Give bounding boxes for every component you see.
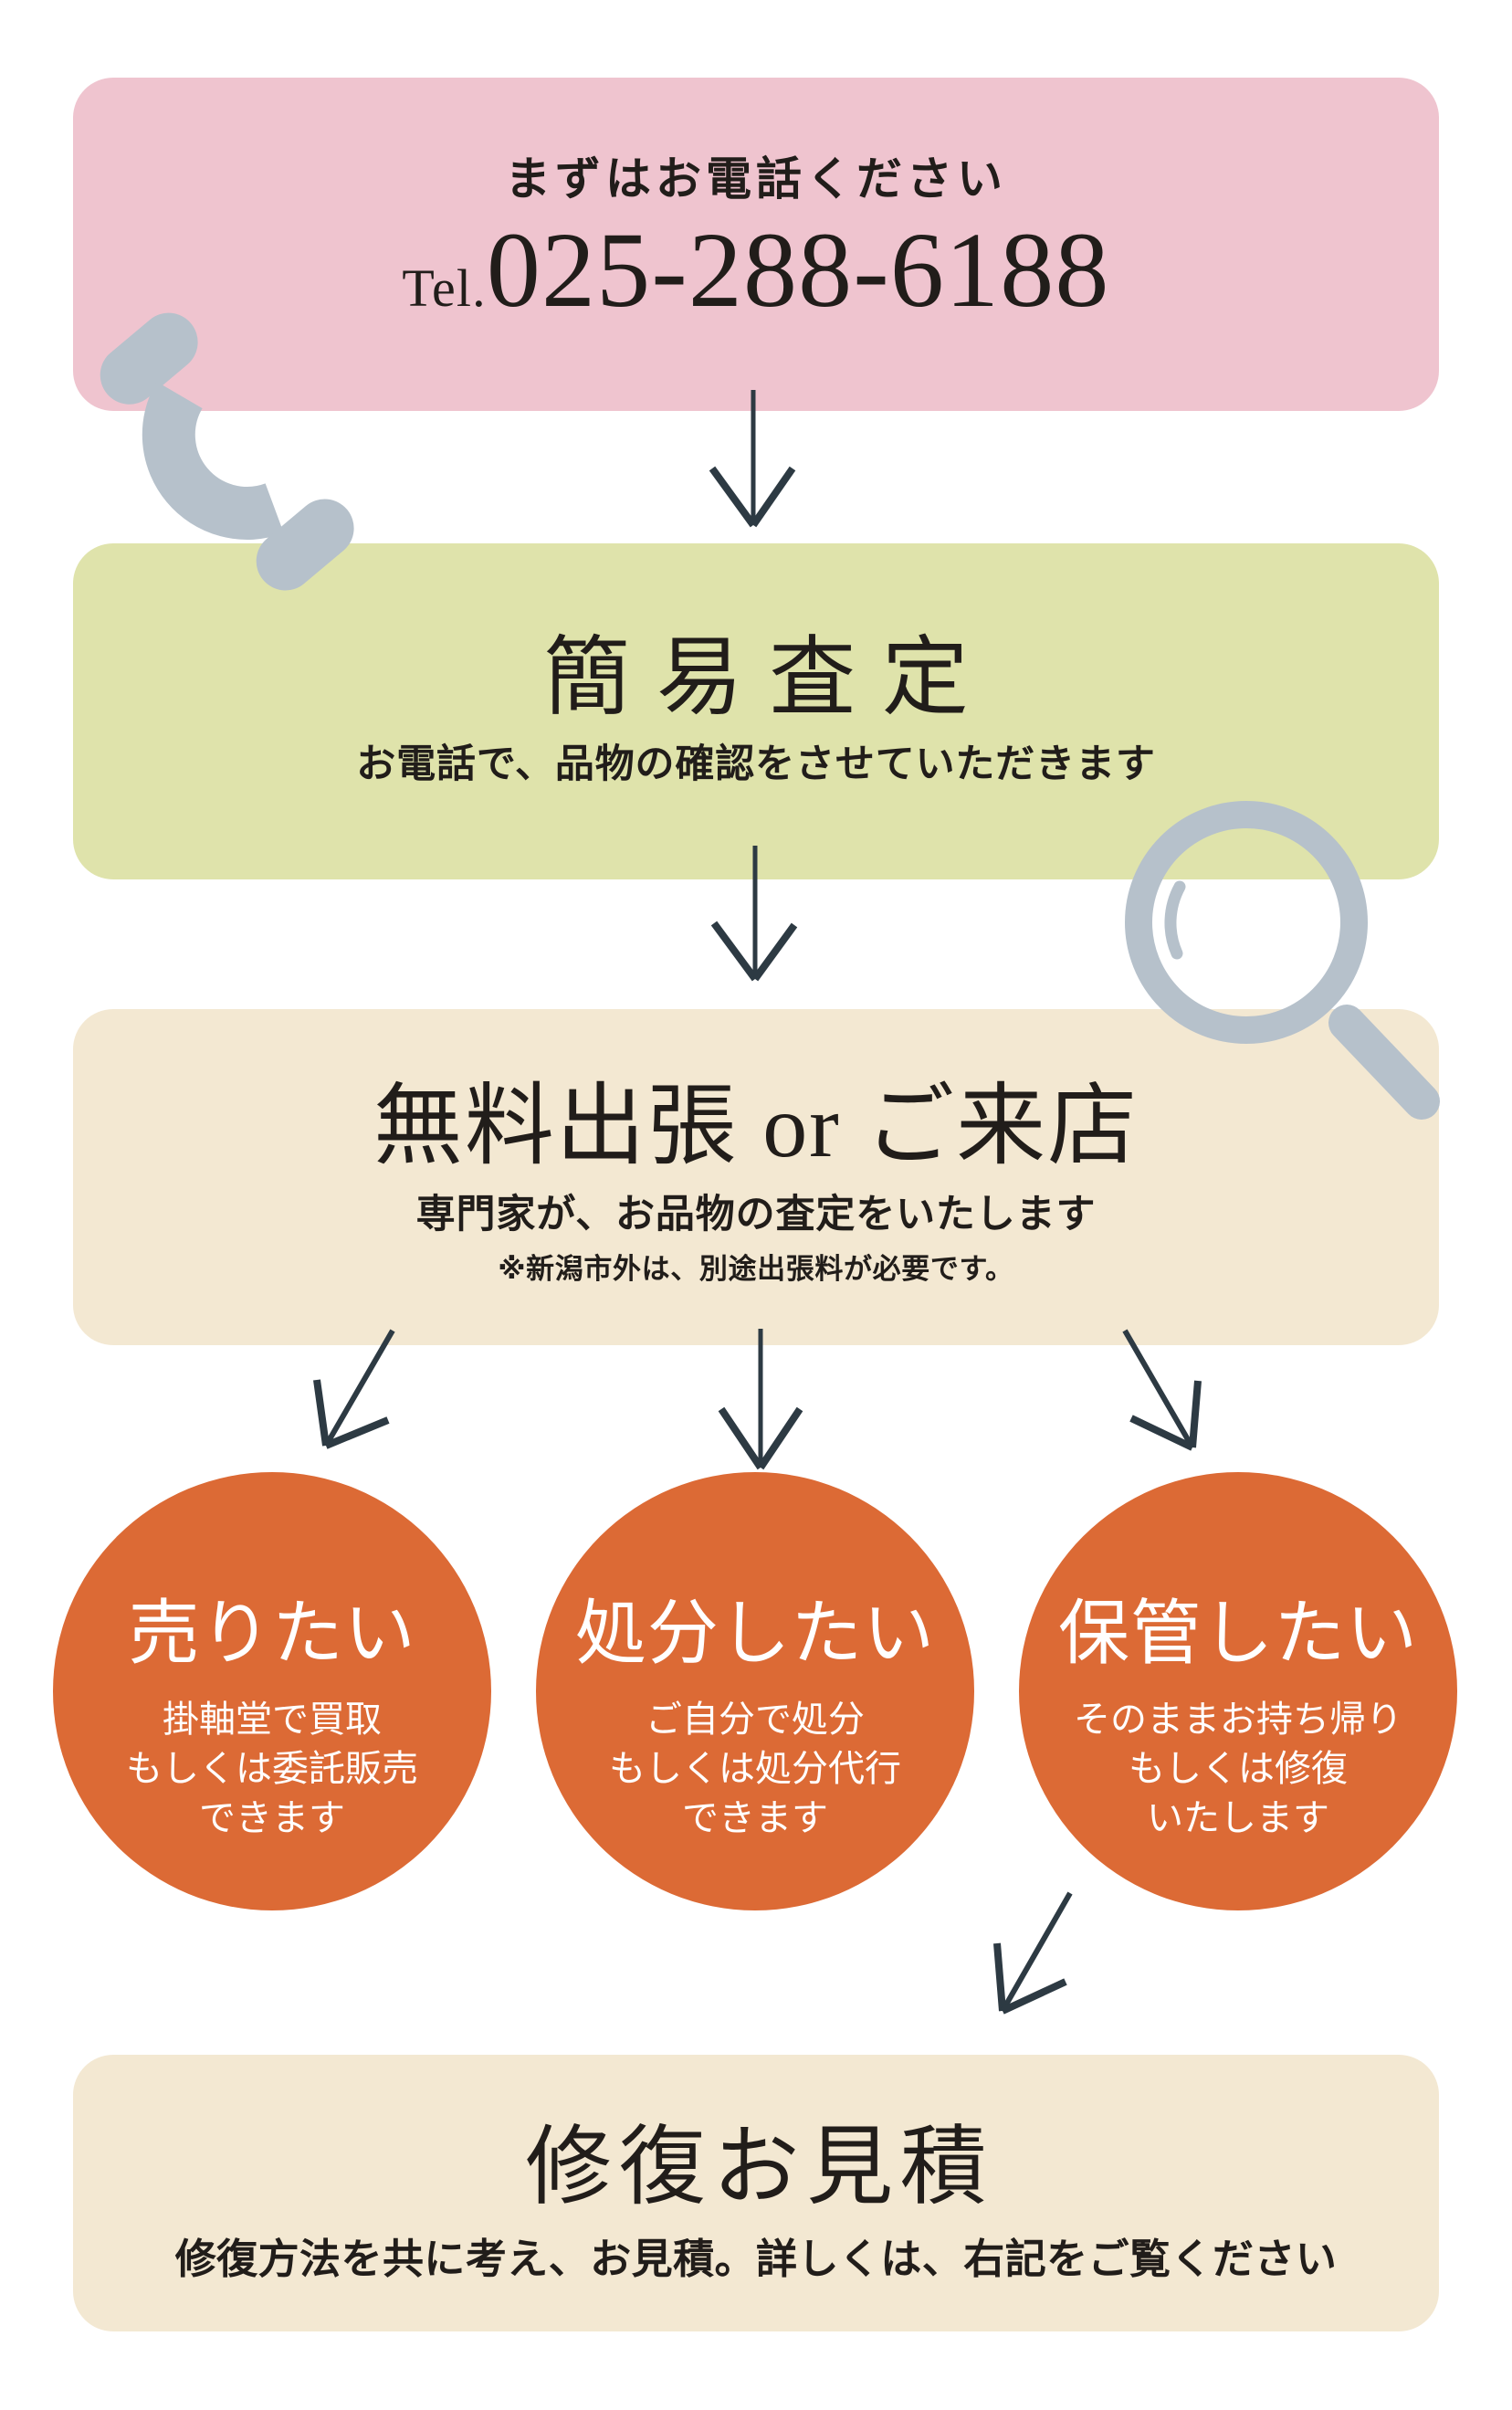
visit-note: ※新潟市外は、別途出張料が必要です。 bbox=[498, 1253, 1014, 1285]
option-keep-title: 保管したい bbox=[1058, 1594, 1418, 1673]
call-title: まずはお電話ください bbox=[505, 153, 1007, 205]
tel-number: 025-288-6188 bbox=[486, 210, 1110, 330]
tel-line: Tel.025-288-6188 bbox=[402, 216, 1109, 324]
option-circle-dispose: 処分したい ご自分で処分 もしくは処分代行 できます bbox=[536, 1472, 974, 1910]
step-visit-box: 無料出張 or ご来店 専門家が、お品物の査定をいたします ※新潟市外は、別途出… bbox=[73, 1009, 1439, 1345]
option-sell-desc-line: もしくは委託販売 bbox=[126, 1749, 418, 1789]
option-keep-desc-line: いたします bbox=[1147, 1798, 1329, 1838]
step-assessment-box: 簡易査定 お電話で、品物の確認をさせていただきます bbox=[73, 543, 1439, 879]
option-dispose-desc-line: できます bbox=[682, 1798, 828, 1838]
step-estimate-box: 修復お見積 修復方法を共に考え、お見積。詳しくは、右記をご覧ください bbox=[73, 2055, 1439, 2331]
option-sell-desc: 掛軸堂で買取 もしくは委託販売 できます bbox=[126, 1695, 418, 1843]
option-sell-desc-line: 掛軸堂で買取 bbox=[163, 1700, 382, 1740]
estimate-title: 修復お見積 bbox=[525, 2119, 994, 2215]
step-call-box: まずはお電話ください Tel.025-288-6188 bbox=[73, 78, 1439, 411]
option-keep-desc: そのままお持ち帰り もしくは修復 いたします bbox=[1074, 1695, 1402, 1843]
option-circle-keep: 保管したい そのままお持ち帰り もしくは修復 いたします bbox=[1019, 1472, 1457, 1910]
option-dispose-desc-line: ご自分で処分 bbox=[646, 1700, 865, 1740]
option-sell-title: 売りたい bbox=[128, 1594, 416, 1673]
option-keep-desc-line: そのままお持ち帰り bbox=[1074, 1700, 1402, 1740]
visit-title: 無料出張 or ご来店 bbox=[373, 1078, 1139, 1176]
arrow-down-keep-to-estimate bbox=[993, 1891, 1073, 2015]
option-keep-desc-line: もしくは修復 bbox=[1129, 1749, 1348, 1789]
option-dispose-title: 処分したい bbox=[575, 1594, 935, 1673]
estimate-subtitle: 修復方法を共に考え、お見積。詳しくは、右記をご覧ください bbox=[174, 2236, 1338, 2282]
option-dispose-desc: ご自分で処分 もしくは処分代行 できます bbox=[609, 1695, 901, 1843]
visit-subtitle: 専門家が、お品物の査定をいたします bbox=[415, 1193, 1097, 1237]
assessment-title: 簡易査定 bbox=[543, 629, 995, 726]
assessment-subtitle: お電話で、品物の確認をさせていただきます bbox=[356, 742, 1156, 786]
option-dispose-desc-line: もしくは処分代行 bbox=[609, 1749, 901, 1789]
option-sell-desc-line: できます bbox=[199, 1798, 345, 1838]
option-circle-sell: 売りたい 掛軸堂で買取 もしくは委託販売 できます bbox=[53, 1472, 491, 1910]
tel-label: Tel. bbox=[402, 258, 487, 318]
